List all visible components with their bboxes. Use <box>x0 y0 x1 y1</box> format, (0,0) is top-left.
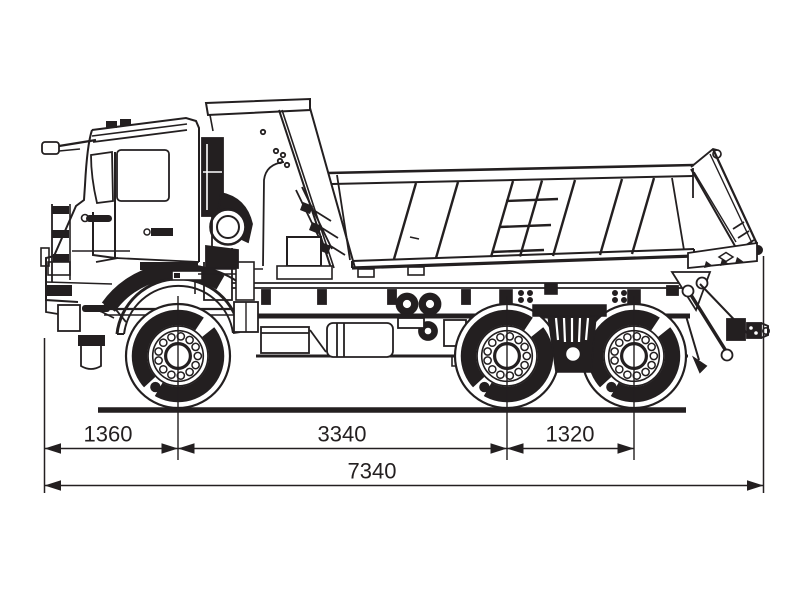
svg-text:7340: 7340 <box>348 459 397 484</box>
svg-text:1360: 1360 <box>84 422 133 447</box>
svg-text:1320: 1320 <box>546 422 595 447</box>
svg-text:3340: 3340 <box>318 422 367 447</box>
